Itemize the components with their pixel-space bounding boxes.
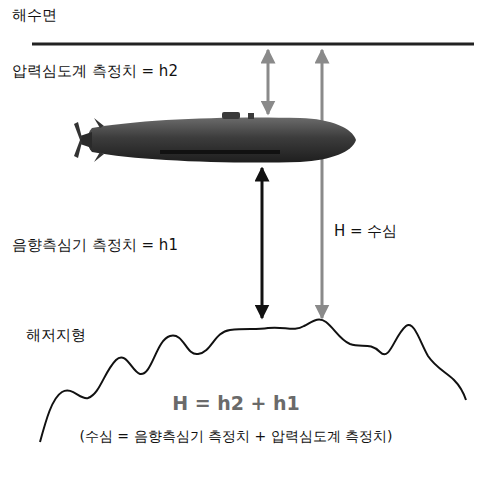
sonar-label: 음향측심기 측정치 = h1 <box>12 236 178 255</box>
auv <box>74 112 356 163</box>
depth-label: H = 수심 <box>334 222 397 241</box>
h2-arrow <box>267 50 270 114</box>
sea-surface <box>32 43 474 46</box>
sea-surface-label: 해수면 <box>12 6 57 25</box>
equation: H = h2 + h1 <box>172 392 300 414</box>
caption-note: (수심 = 음향측심기 측정치 + 압력심도계 측정치) <box>79 428 392 446</box>
seabed-terrain <box>40 319 466 442</box>
seabed-label: 해저지형 <box>26 326 86 345</box>
h1-arrow <box>261 168 264 318</box>
depth-arrow <box>321 50 324 318</box>
pressure-depth-label: 압력심도계 측정치 = h2 <box>12 62 178 81</box>
